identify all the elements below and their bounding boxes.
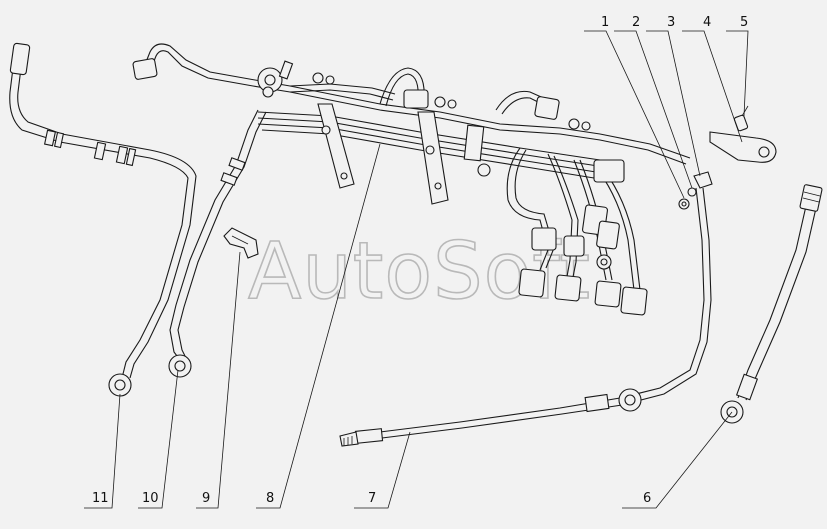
pipe-part-11 — [9, 42, 197, 397]
label-part-2: 2 — [632, 15, 640, 30]
label-part-3: 3 — [667, 15, 675, 30]
pipe-part-10 — [168, 109, 267, 378]
harness-part-8 — [132, 43, 691, 316]
label-part-10: 10 — [142, 491, 159, 506]
pipe-part-7 — [339, 187, 712, 447]
clip-part-9 — [223, 227, 259, 259]
nut-part-1 — [678, 198, 690, 210]
bolt-part-5 — [733, 105, 749, 132]
bracket-part-4 — [709, 131, 777, 163]
label-part-6: 6 — [643, 491, 651, 506]
label-part-4: 4 — [703, 15, 711, 30]
label-part-9: 9 — [202, 491, 210, 506]
label-part-5: 5 — [740, 15, 748, 30]
pipe-part-6 — [720, 184, 823, 424]
leader-lines — [84, 30, 749, 509]
label-part-7: 7 — [368, 491, 376, 506]
washer-part-2 — [687, 187, 697, 197]
label-part-1: 1 — [601, 15, 609, 30]
clamp-part-3 — [693, 171, 713, 189]
label-part-8: 8 — [266, 491, 274, 506]
label-part-11: 11 — [92, 491, 109, 506]
